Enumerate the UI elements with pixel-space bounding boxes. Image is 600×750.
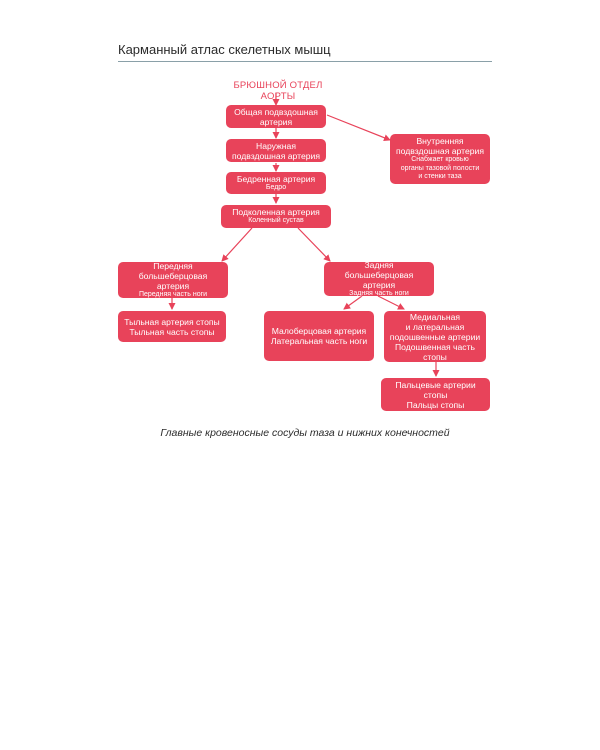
node-subtitle: Задняя часть ноги xyxy=(349,289,409,297)
arrow-popliteal-to-anterior-tibial xyxy=(221,227,253,262)
node-femoral-artery: Бедренная артерия Бедро xyxy=(226,172,326,194)
page-header: Карманный атлас скелетных мышц xyxy=(118,42,331,57)
node-popliteal-artery: Подколенная артерия Коленный сустав xyxy=(221,205,331,228)
node-subtitle: Коленный сустав xyxy=(248,217,304,225)
header-rule xyxy=(118,61,492,62)
figure-caption: Главные кровеносные сосуды таза и нижних… xyxy=(160,427,450,439)
node-title: Подколенная артерия xyxy=(232,207,320,218)
arrow-popliteal-to-posterior-tibial xyxy=(297,227,331,262)
abdominal-aorta-label: БРЮШНОЙ ОТДЕЛ АОРТЫ xyxy=(233,80,323,102)
arrow-posterior-to-peroneal xyxy=(343,295,363,310)
arrow-posterior-to-plantar xyxy=(377,295,405,310)
node-subtitle: Бедро xyxy=(265,183,287,191)
node-subtitle: Передняя часть ноги xyxy=(138,290,208,298)
node-title: Бедренная артерия xyxy=(236,173,316,184)
arrow-common-to-internal-iliac xyxy=(326,114,391,142)
